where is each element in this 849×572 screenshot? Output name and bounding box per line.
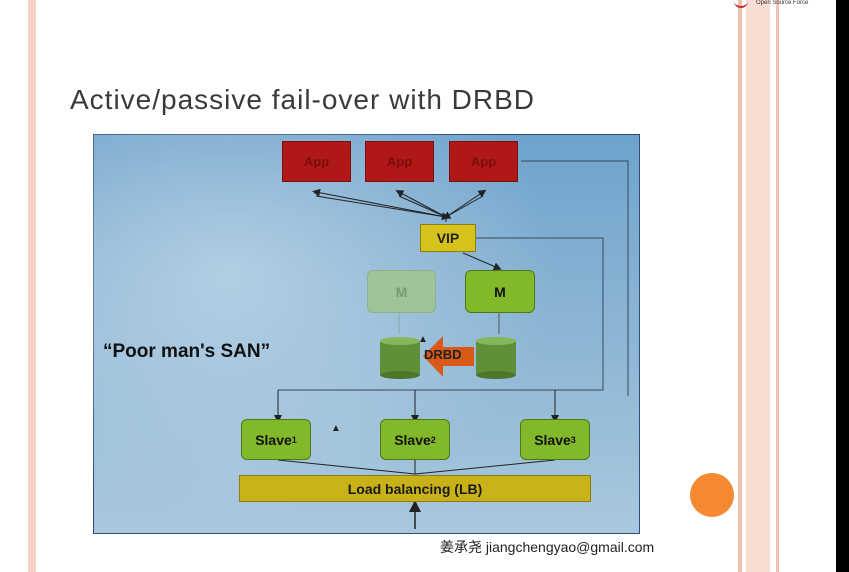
link-vip-right xyxy=(278,237,604,391)
san-label: “Poor man's SAN” xyxy=(103,341,271,362)
slave-label: Slave xyxy=(534,431,571,448)
app-box-1: App xyxy=(282,141,351,182)
slide-footer: 姜承尧 jiangchengyao@gmail.com xyxy=(440,537,654,557)
link-slave1-lb xyxy=(277,459,416,475)
right-stripe xyxy=(746,0,770,572)
slave-label: Slave xyxy=(394,431,431,448)
logo-icon xyxy=(734,0,748,8)
vip-box: VIP xyxy=(420,224,476,252)
master-box-active: M xyxy=(465,270,535,313)
link-app-arrow xyxy=(395,190,447,218)
slave-index: 1 xyxy=(291,434,297,445)
drbd-label: DRBD xyxy=(424,347,462,362)
right-stripe xyxy=(738,0,742,572)
cursor-icon: ▲ xyxy=(418,334,428,345)
app-box-3: App xyxy=(449,141,518,182)
slave-index: 2 xyxy=(430,434,436,445)
app-box-2: App xyxy=(365,141,434,182)
window-edge xyxy=(836,0,849,572)
load-balancer-bar: Load balancing (LB) xyxy=(239,475,591,502)
disk-left xyxy=(380,337,420,379)
link-app3-vip xyxy=(442,195,484,219)
right-stripe xyxy=(776,0,779,572)
disk-right xyxy=(476,337,516,379)
slave-label: Slave xyxy=(255,431,292,448)
logo-text: Open Source Force xyxy=(756,0,809,6)
link-vip-master xyxy=(462,252,502,271)
footer-email: jiangchengyao@gmail.com xyxy=(485,539,655,555)
cursor-icon: ▲ xyxy=(331,423,341,434)
footer-name: 姜承尧 xyxy=(440,539,482,555)
link-slave3-lb xyxy=(414,459,556,475)
master-box-standby: M xyxy=(367,270,436,313)
slave-index: 3 xyxy=(570,434,576,445)
link-app-arrow xyxy=(312,188,447,218)
left-accent-bar xyxy=(28,0,36,572)
slide-title: Active/passive fail-over with DRBD xyxy=(70,84,536,115)
diagram-glow xyxy=(93,134,640,534)
drbd-arrow xyxy=(423,336,474,377)
link-app-right xyxy=(521,160,629,396)
link-app2-vip xyxy=(398,195,447,218)
replication-diagram: App App App VIP M M DRBD “Poor man's SAN… xyxy=(93,134,640,534)
link-app1-vip xyxy=(315,195,450,221)
link-app-arrow xyxy=(445,189,487,218)
diagram-canvas xyxy=(93,134,640,534)
orange-dot-decoration xyxy=(690,473,734,517)
